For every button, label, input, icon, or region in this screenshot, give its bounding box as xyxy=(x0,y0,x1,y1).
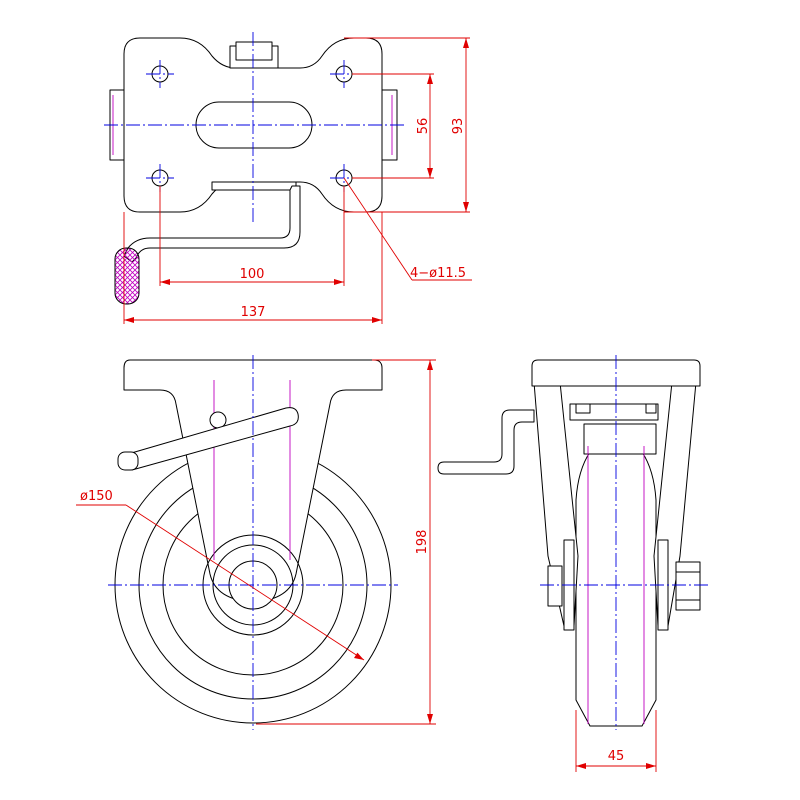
brake-pedal-grip xyxy=(114,247,140,305)
dimension-100: 100 xyxy=(159,186,345,286)
side-view: 45 xyxy=(437,355,708,772)
brake-lever-knob xyxy=(117,451,139,471)
wheel-diameter-label: ø150 xyxy=(80,489,113,504)
top-nut xyxy=(235,41,273,61)
brake-bracket xyxy=(211,181,297,191)
dimension-137-label: 137 xyxy=(241,305,266,320)
dimension-diameter-150: ø150 xyxy=(76,489,365,661)
dimension-45: 45 xyxy=(575,710,657,772)
dimension-137: 137 xyxy=(123,212,383,324)
dimension-56-label: 56 xyxy=(416,118,431,135)
side-wheel-hub-top xyxy=(583,423,657,455)
side-brake-lever xyxy=(437,409,535,475)
dimension-93-label: 93 xyxy=(451,118,466,135)
side-axle-nut xyxy=(675,561,701,611)
dimension-198: 198 xyxy=(256,359,436,725)
side-brake-clip-right xyxy=(645,403,657,414)
bolt-hole-callout: 4−ø11.5 xyxy=(410,266,466,281)
dimension-45-label: 45 xyxy=(608,749,625,764)
brake-pivot xyxy=(209,411,227,429)
dimension-56: 56 xyxy=(352,73,434,179)
side-axle-bolt-head xyxy=(547,565,563,607)
top-view: 56 93 4−ø11.5 100 xyxy=(104,32,472,324)
front-view: ø150 198 xyxy=(76,355,436,730)
side-brake-clip-left xyxy=(575,403,591,414)
bolt-hole-leader: 4−ø11.5 xyxy=(343,177,472,281)
brake-lever-arm xyxy=(127,407,299,471)
dimension-198-label: 198 xyxy=(415,530,430,555)
dimension-93: 93 xyxy=(344,37,470,213)
dimension-100-label: 100 xyxy=(240,267,265,282)
side-brake-bracket xyxy=(569,403,659,421)
